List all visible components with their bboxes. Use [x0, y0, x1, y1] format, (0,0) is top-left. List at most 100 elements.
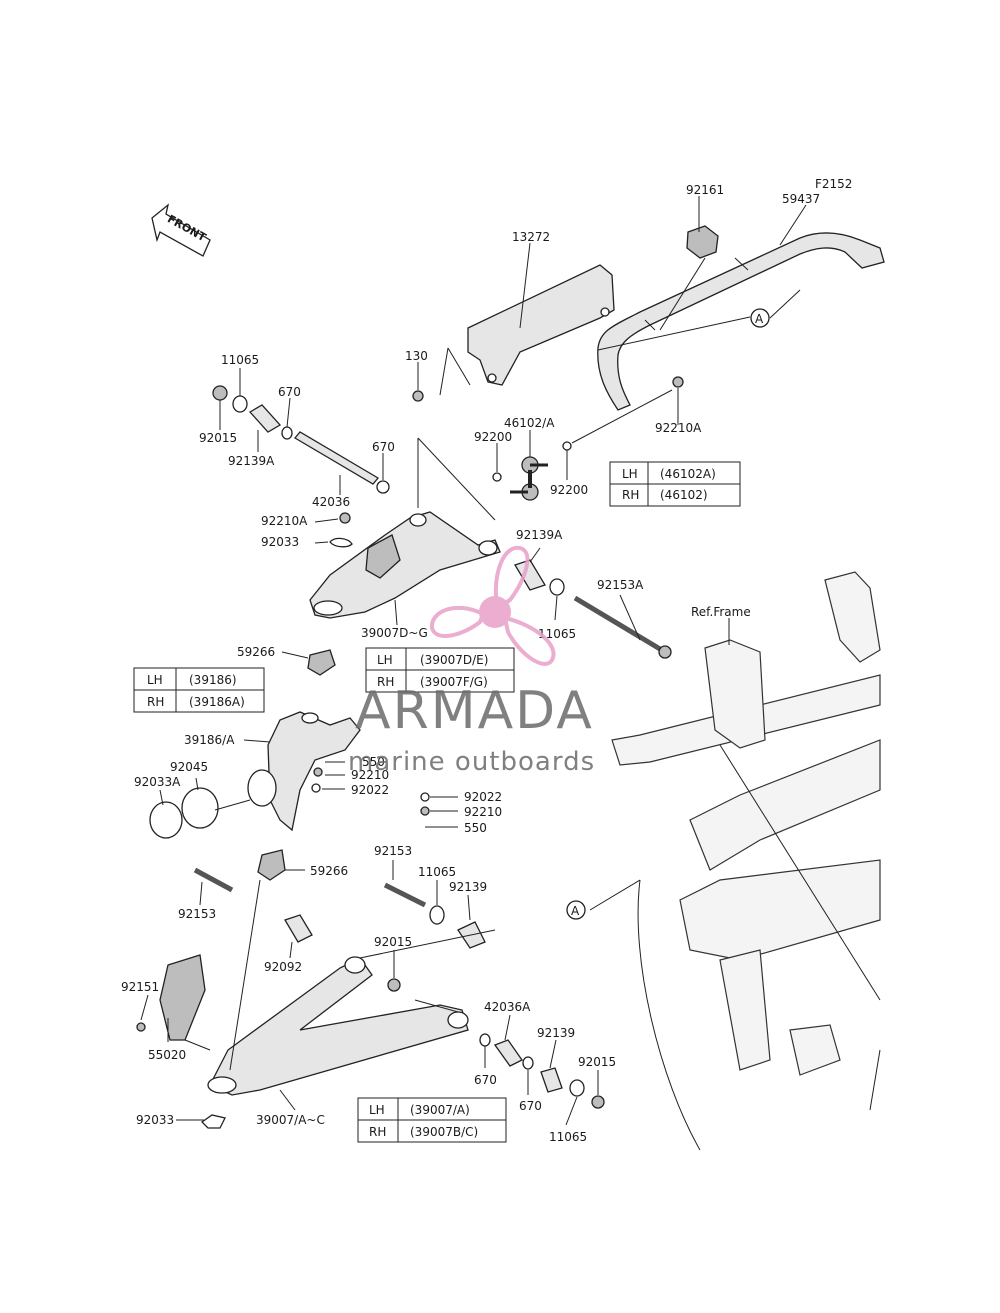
table-cell: LH — [622, 467, 638, 481]
table-cell: (39007F/G) — [420, 675, 488, 689]
part-label: 92022 — [351, 783, 389, 797]
diagram-code: F2152 — [815, 177, 852, 191]
part-label: 92015 — [374, 935, 412, 949]
guard-55020 — [159, 954, 206, 1041]
part-label: 92022 — [464, 790, 502, 804]
nut-92015a — [212, 385, 228, 401]
leader-lines — [140, 196, 807, 1126]
part-label: 670 — [278, 385, 301, 399]
table-cell: (39007/A) — [410, 1103, 470, 1117]
ref-a-label: A — [571, 904, 580, 918]
lower-arm — [136, 954, 469, 1129]
part-label: 92210 — [351, 768, 389, 782]
frame — [611, 571, 881, 1151]
ref-frame-label: Ref.Frame — [691, 605, 751, 619]
stabilizer-link — [492, 441, 572, 501]
table-cell: (39186) — [189, 673, 237, 687]
table-cell: LH — [147, 673, 163, 687]
part-label: 130 — [405, 349, 428, 363]
part-label: 92139 — [537, 1026, 575, 1040]
part-label: 670 — [519, 1099, 542, 1113]
bushing-92092 — [284, 914, 313, 943]
part-label: 92200 — [550, 483, 588, 497]
part-label: 39007/A~C — [256, 1113, 325, 1127]
part-label: 550 — [362, 755, 385, 769]
table-cell: LH — [369, 1103, 385, 1117]
table-cell: (46102A) — [660, 467, 716, 481]
table-39007AC: LH (39007/A) RH (39007B/C) — [357, 1097, 507, 1143]
part-label: 92033 — [136, 1113, 174, 1127]
part-label: 92210A — [655, 421, 702, 435]
stabilizer-bar — [597, 225, 885, 411]
part-label: 670 — [474, 1073, 497, 1087]
upper-arm — [309, 511, 501, 619]
table-cell: (39007B/C) — [410, 1125, 478, 1139]
part-label: 92033 — [261, 535, 299, 549]
table-cell: (46102) — [660, 488, 708, 502]
ref-a-marker-top: A — [750, 308, 770, 328]
part-labels: 92161 59437 13272 130 92210A 46102/A 922… — [121, 183, 820, 1144]
table-cell: LH — [377, 653, 393, 667]
part-label: 92139A — [228, 454, 275, 468]
part-label: 92092 — [264, 960, 302, 974]
bushing-92139Aa — [248, 404, 282, 433]
watermark: ARMADA marine outboards — [348, 545, 595, 777]
part-label: 13272 — [512, 230, 550, 244]
table-46102: LH (46102A) RH (46102) — [609, 461, 741, 507]
table-cell: (39186A) — [189, 695, 245, 709]
part-label: 92210 — [464, 805, 502, 819]
part-label: 11065 — [221, 353, 259, 367]
pipe-42036A — [493, 1039, 523, 1067]
ref-a-marker-bottom: A — [566, 900, 586, 920]
part-label: 92033A — [134, 775, 181, 789]
part-label: 59266 — [237, 645, 275, 659]
part-label: 11065 — [549, 1130, 587, 1144]
part-label: 92015 — [578, 1055, 616, 1069]
ref-a-label: A — [755, 312, 764, 326]
table-cell: RH — [622, 488, 639, 502]
part-label: 11065 — [418, 865, 456, 879]
part-label: 92153 — [374, 844, 412, 858]
part-label: 92015 — [199, 431, 237, 445]
part-label: 46102/A — [504, 416, 555, 430]
part-label: 59266 — [310, 864, 348, 878]
bracket-13272 — [467, 264, 615, 386]
part-label: 92151 — [121, 980, 159, 994]
watermark-brand: ARMADA — [355, 681, 594, 741]
bushing-92139Ab — [514, 559, 546, 591]
part-label: 92210A — [261, 514, 308, 528]
ball-joint-upper — [307, 649, 336, 676]
part-label: 39007D~G — [361, 626, 428, 640]
part-label: 550 — [464, 821, 487, 835]
table-39186: LH (39186) RH (39186A) — [133, 667, 265, 713]
table-cell: RH — [369, 1125, 386, 1139]
part-label: 59437 — [782, 192, 820, 206]
propeller-logo-icon — [429, 545, 556, 666]
table-39007DG: LH (39007D/E) RH (39007F/G) — [365, 647, 515, 693]
part-label: 670 — [372, 440, 395, 454]
circlip-92033A — [149, 801, 183, 839]
knuckle — [149, 649, 430, 881]
part-label: 39186/A — [184, 733, 235, 747]
part-label: 92139A — [516, 528, 563, 542]
part-label: 92153 — [178, 907, 216, 921]
table-cell: (39007D/E) — [420, 653, 488, 667]
part-label: 92200 — [474, 430, 512, 444]
part-label: 42036 — [312, 495, 350, 509]
table-cell: RH — [147, 695, 164, 709]
watermark-tagline: marine outboards — [348, 747, 595, 777]
bearing-92045 — [181, 787, 219, 829]
part-label: 92045 — [170, 760, 208, 774]
part-label: 92153A — [597, 578, 644, 592]
ball-joint-lower — [257, 849, 286, 881]
table-cell: RH — [377, 675, 394, 689]
clip-92033b — [200, 1114, 226, 1129]
washer-11065a — [232, 395, 248, 413]
pipe-42036 — [294, 431, 379, 485]
part-label: 55020 — [148, 1048, 186, 1062]
part-label: 92161 — [686, 183, 724, 197]
part-label: 92139 — [449, 880, 487, 894]
front-arrow-icon: FRONT — [151, 203, 211, 257]
